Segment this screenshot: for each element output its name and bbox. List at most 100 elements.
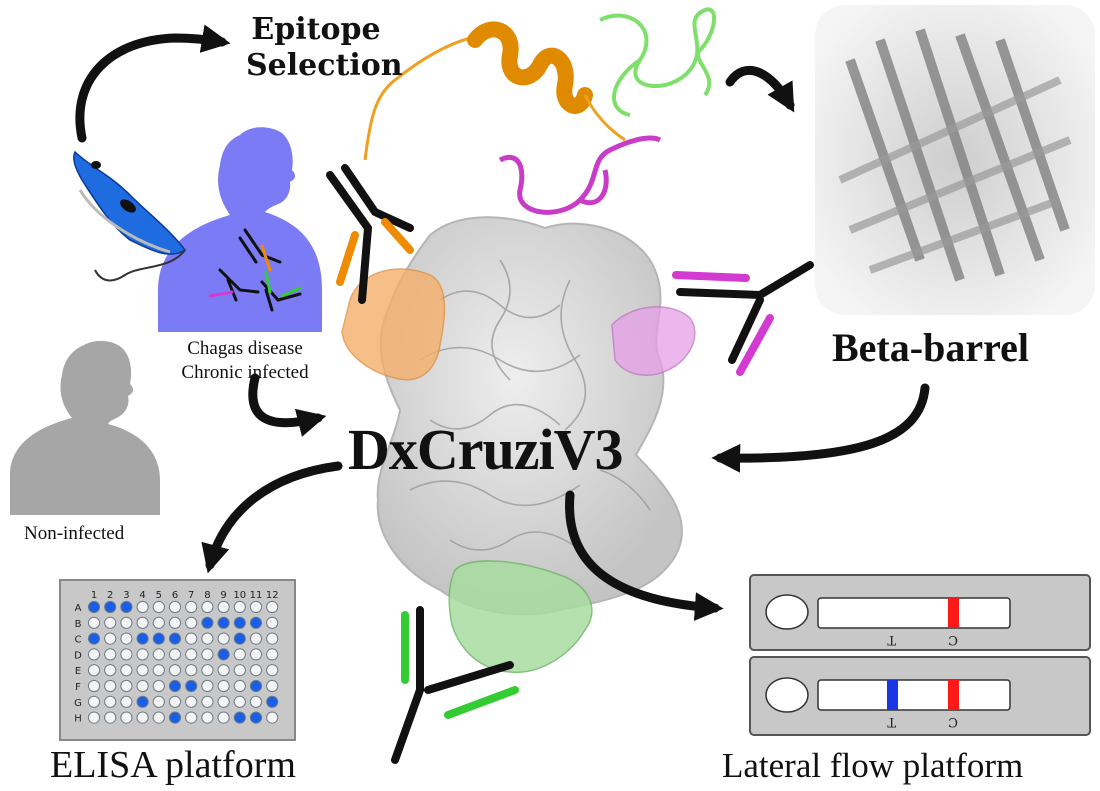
plate-column-label: 11 (250, 590, 263, 601)
plate-well-positive (266, 695, 279, 708)
plate-well-empty (152, 679, 165, 693)
plate-well-empty (201, 679, 214, 693)
plate-well-empty (152, 616, 165, 629)
human-non-infected (10, 340, 160, 515)
plate-well-empty (217, 711, 230, 724)
trypanosome-parasite (73, 150, 187, 282)
plate-well-empty (104, 616, 117, 629)
lateral-flow-label: Lateral flow platform (722, 746, 1024, 785)
plate-well-empty (136, 600, 149, 614)
plate-well-positive (136, 632, 149, 645)
plate-well-positive (217, 616, 230, 629)
plate-well-empty (136, 616, 149, 629)
plate-well-empty (217, 664, 230, 677)
plate-well-empty (104, 664, 117, 677)
plate-well-empty (120, 632, 133, 645)
plate-well-empty (266, 616, 279, 629)
plate-well-empty (266, 664, 279, 677)
antibody-magenta (672, 261, 814, 376)
plate-well-empty (217, 679, 230, 693)
plate-row-label: C (75, 635, 82, 646)
plate-well-empty (185, 711, 198, 724)
plate-well-positive (249, 679, 263, 693)
plate-well-empty (104, 679, 117, 693)
plate-well-empty (120, 711, 133, 724)
plate-well-positive (87, 600, 101, 614)
plate-well-empty (201, 632, 214, 645)
plate-well-positive (104, 600, 117, 614)
plate-well-empty (233, 695, 246, 708)
plate-well-empty (185, 664, 198, 677)
plate-well-empty (136, 711, 149, 724)
plate-well-empty (185, 648, 198, 661)
epitope-orange-helix (363, 21, 626, 161)
plate-well-empty (201, 711, 214, 724)
epitope-selection-title: Epitope Selection (246, 12, 403, 84)
plate-column-label: 8 (204, 590, 210, 601)
plate-well-empty (136, 664, 149, 677)
plate-well-empty (152, 711, 165, 724)
plate-column-label: 7 (188, 590, 194, 601)
plate-well-empty (152, 600, 165, 614)
strip1-test-letter: T (887, 632, 896, 647)
flow-arrows (75, 24, 930, 621)
plate-well-empty (87, 679, 101, 693)
plate-well-empty (136, 648, 149, 661)
non-infected-label: Non-infected (24, 523, 125, 544)
plate-well-positive (120, 600, 133, 614)
plate-well-empty (152, 664, 165, 677)
plate-well-empty (168, 648, 182, 661)
plate-well-empty (87, 695, 101, 708)
plate-well-empty (168, 616, 182, 629)
plate-well-empty (152, 695, 165, 708)
plate-well-empty (201, 648, 214, 661)
plate-well-empty (104, 648, 117, 661)
plate-well-empty (87, 648, 101, 661)
plate-well-positive (217, 648, 230, 661)
plate-well-empty (168, 695, 182, 708)
plate-well-empty (87, 711, 101, 724)
elisa-platform-label: ELISA platform (50, 744, 296, 786)
plate-well-empty (120, 679, 133, 693)
human-infected (158, 127, 322, 332)
plate-well-empty (233, 648, 246, 661)
plate-well-empty (266, 632, 279, 645)
plate-well-positive (87, 632, 101, 645)
plate-row-label: G (74, 698, 82, 709)
plate-column-label: 6 (172, 590, 178, 601)
plate-well-positive (201, 616, 214, 629)
plate-row-label: F (75, 682, 81, 693)
plate-well-positive (233, 711, 246, 724)
plate-well-empty (249, 600, 263, 614)
beta-barrel-structure (815, 5, 1095, 315)
strip2-test-letter: T (887, 714, 896, 729)
epitope-magenta-loop (498, 135, 662, 215)
plate-well-positive (168, 711, 182, 724)
plate-well-empty (120, 664, 133, 677)
plate-well-empty (87, 616, 101, 629)
plate-column-label: 2 (107, 590, 113, 601)
plate-well-empty (168, 664, 182, 677)
plate-well-positive (168, 679, 182, 693)
plate-well-empty (201, 664, 214, 677)
plate-well-empty (136, 679, 149, 693)
plate-well-empty (266, 711, 279, 724)
plate-well-empty (233, 600, 246, 614)
plate-well-empty (249, 664, 263, 677)
strip2-control-letter: C (948, 714, 958, 729)
epitope-green-loop (599, 7, 717, 117)
plate-row-label: D (74, 650, 82, 661)
epitope-selection-text: Epitope Selection (246, 12, 403, 83)
plate-well-empty (185, 632, 198, 645)
dxcruziv3-title: DxCruziV3 (348, 417, 624, 482)
strip1-control-letter: C (948, 632, 958, 647)
protein-surface (341, 216, 696, 673)
plate-column-label: 3 (123, 590, 129, 601)
plate-well-empty (217, 695, 230, 708)
plate-well-positive (249, 616, 263, 629)
plate-well-empty (249, 632, 263, 645)
plate-row-label: A (75, 603, 82, 614)
